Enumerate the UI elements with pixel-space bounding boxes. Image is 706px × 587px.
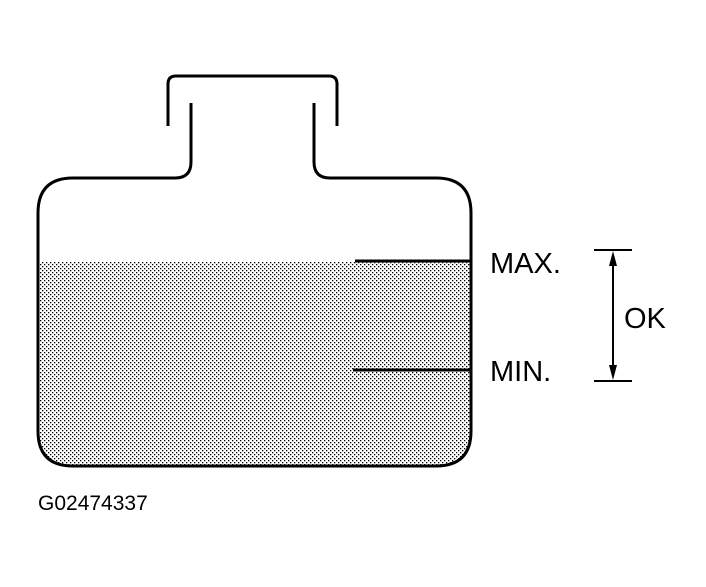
figure-id: G02474337	[38, 492, 148, 515]
arrow-down-icon	[609, 365, 617, 380]
arrow-up-icon	[609, 251, 617, 266]
min-label: MIN.	[490, 356, 551, 388]
max-label: MAX.	[490, 248, 561, 280]
fluid-fill	[38, 262, 471, 466]
ok-label: OK	[624, 303, 667, 335]
reservoir-cap	[166, 74, 339, 126]
reservoir-body-outline	[36, 103, 473, 468]
